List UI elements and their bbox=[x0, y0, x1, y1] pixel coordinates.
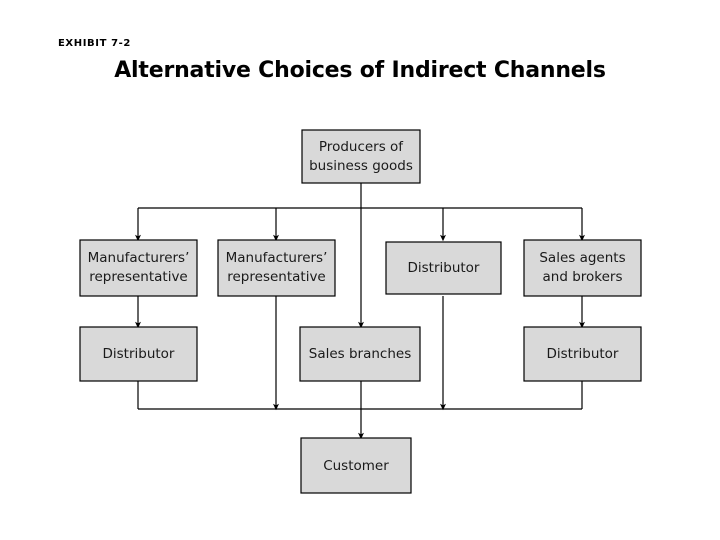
node-distributor-1[interactable]: Distributor bbox=[385, 241, 502, 295]
exhibit-label: EXHIBIT 7-2 bbox=[58, 38, 131, 49]
node-box bbox=[523, 326, 642, 382]
node-label-line2: and brokers bbox=[543, 269, 623, 285]
node-label-line1: Distributor bbox=[407, 260, 479, 276]
node-label-line1: Sales branches bbox=[309, 346, 412, 362]
node-customer[interactable]: Customer bbox=[300, 437, 412, 494]
node-producers-of-business-goods[interactable]: Producers of business goods bbox=[301, 129, 421, 184]
node-manufacturers-representative-1[interactable]: Manufacturers’ representative bbox=[79, 239, 198, 297]
node-distributor-3[interactable]: Distributor bbox=[523, 326, 642, 382]
node-box bbox=[217, 239, 336, 297]
node-label-line2: representative bbox=[89, 269, 188, 285]
node-label-line1: Distributor bbox=[102, 346, 174, 362]
node-box bbox=[79, 326, 198, 382]
node-manufacturers-representative-2[interactable]: Manufacturers’ representative bbox=[217, 239, 336, 297]
node-label-line1: Customer bbox=[323, 458, 389, 474]
node-label-line2: representative bbox=[227, 269, 326, 285]
node-label-line1: Manufacturers’ bbox=[88, 250, 190, 266]
node-label-line1: Distributor bbox=[546, 346, 618, 362]
node-label-line1: Sales agents bbox=[539, 250, 625, 266]
node-label-line1: Manufacturers’ bbox=[226, 250, 328, 266]
node-box bbox=[301, 129, 421, 184]
node-label-line2: business goods bbox=[309, 158, 413, 174]
node-label-line1: Producers of bbox=[319, 139, 404, 155]
node-box bbox=[523, 239, 642, 297]
page-title: Alternative Choices of Indirect Channels bbox=[114, 58, 606, 83]
node-box bbox=[300, 437, 412, 494]
node-box bbox=[299, 326, 421, 382]
node-box bbox=[79, 239, 198, 297]
node-distributor-2[interactable]: Distributor bbox=[79, 326, 198, 382]
node-sales-branches[interactable]: Sales branches bbox=[299, 326, 421, 382]
node-box bbox=[385, 241, 502, 295]
node-sales-agents-and-brokers[interactable]: Sales agents and brokers bbox=[523, 239, 642, 297]
